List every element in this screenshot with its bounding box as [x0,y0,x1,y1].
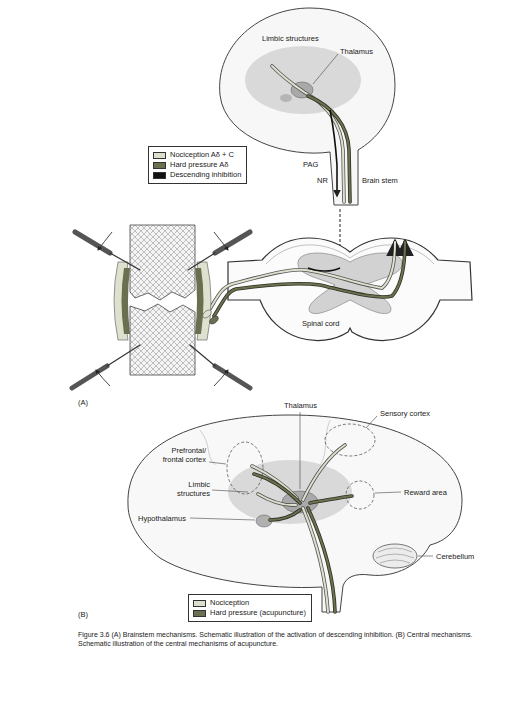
pressure-path [310,496,352,503]
needle-shaft [190,345,215,366]
anatomy-label: NR [317,176,328,185]
anatomy-label: Cerebellum [436,552,474,561]
nociception-path [208,242,395,312]
nociception-path [208,242,395,312]
bone-lower [130,304,195,375]
spinal-cord-outline [228,238,472,341]
figure-caption: Figure 3.6 (A) Brainstem mechanisms. Sch… [78,630,478,649]
legend-row: Descending inhibition [153,170,241,180]
legend-swatch [193,610,206,617]
legend-text: Nociception [210,598,249,607]
anatomy-label: Sensory cortex [380,409,430,418]
pressure-path [270,510,300,520]
leader-line [366,416,377,428]
leader-lines [190,412,433,556]
needle-handle [215,366,250,388]
rotation-arrow [214,370,228,386]
leader-line [375,492,401,493]
bone-upper [130,225,195,300]
pressure-path [214,242,405,316]
hypothalamus-shape [280,94,292,102]
cerebellum-folia [376,548,414,563]
legend-text: Hard pressure (acupuncture) [210,608,306,617]
descending-inhibition-path [308,268,340,271]
anatomy-label: Reward area [404,488,447,497]
needle-handle [75,232,110,253]
anatomy-label: PAG [303,160,318,169]
legend-row: Hard pressure Aδ [153,160,241,170]
legend-text: Hard pressure Aδ [170,160,228,169]
sensory-cortex-area [325,424,375,456]
receptor [201,308,213,319]
leader-line [300,412,301,489]
pressure-path [308,508,335,612]
limbic-region [245,46,361,114]
brain-outline [128,415,462,612]
pressure-path [270,510,300,520]
pressure-path [310,496,352,503]
descending-inhibition-path [330,110,337,196]
nociception-path [272,66,344,202]
rotation-arrows [96,232,228,386]
leader-line [212,490,248,492]
anatomy-label: Limbic structures [166,480,210,498]
rotation-arrow [214,232,228,250]
pressure-path [254,474,300,503]
needle-shaft [107,345,140,366]
rotation-arrow [98,232,112,250]
pressure-path [308,96,350,202]
legend-swatch [153,152,166,159]
legend-swatch [153,162,166,169]
leader-line [313,54,338,84]
nociception-path [303,445,345,500]
legend-box: NociceptionHard pressure (acupuncture) [188,594,312,622]
needle-handle [215,232,250,253]
receptor [208,314,220,325]
legend-text: Descending inhibition [170,170,241,179]
pressure-path [308,96,350,202]
needle-shaft [110,253,140,270]
cerebellum-shape [373,544,417,568]
anatomy-label: Limbic structures [262,34,319,43]
acupuncture-needles [72,232,250,388]
nociception-path [272,66,344,202]
anatomy-label: Spinal cord [302,319,340,328]
meninges-line [266,245,434,264]
legend-box: Nociception Aδ + CHard pressure AδDescen… [148,146,247,184]
legend-swatch [153,172,166,179]
panel-letter: (B) [78,610,88,619]
anatomy-label: Hypothalamus [138,514,186,523]
rotation-arrow [96,370,110,386]
ligament [122,268,131,334]
leader-line [190,518,255,520]
leader-line [418,556,433,557]
pressure-path [308,508,335,612]
nociception-path [303,445,345,500]
anatomy-label: Brain stem [362,176,398,185]
pressure-path [254,474,300,503]
leader-line [209,462,226,464]
legend-row: Nociception [193,598,306,608]
needle-shaft [188,253,215,270]
panel-letter: (A) [78,398,88,407]
legend-row: Nociception Aδ + C [153,150,241,160]
anatomy-label: Thalamus [284,401,317,410]
legend-swatch [193,600,206,607]
anatomy-label: Thalamus [340,47,373,56]
ligament [195,268,204,334]
pressure-path [214,242,405,316]
anatomy-label: Prefrontal/ frontal cortex [150,446,206,464]
legend-row: Hard pressure (acupuncture) [193,608,306,618]
legend-text: Nociception Aδ + C [170,150,234,159]
